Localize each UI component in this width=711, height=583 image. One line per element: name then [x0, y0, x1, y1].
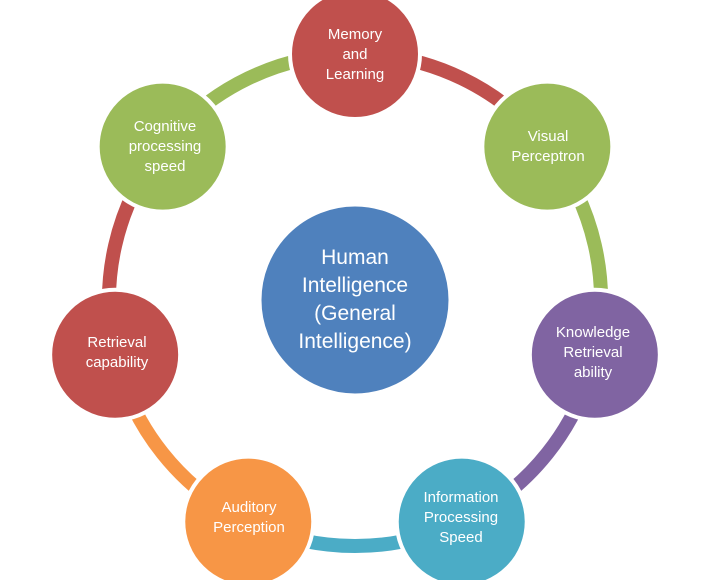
node-label-visual-perceptron: Visual Perceptron [511, 128, 585, 165]
node-circle-visual-perceptron [480, 79, 615, 214]
node-label-cognitive-processing: Cognitive processing speed [128, 118, 202, 175]
node-circle-memory-learning [288, 0, 422, 121]
center-node-circle [258, 203, 452, 397]
node-circle-information-processing [394, 454, 529, 580]
node-circle-knowledge-retrieval [527, 287, 662, 422]
node-label-retrieval-capability: Retrieval capability [85, 334, 149, 371]
node-label-auditory-perception: Auditory Perception [213, 499, 285, 536]
node-circle-auditory-perception [181, 454, 316, 580]
node-label-information-processing: Information Processing Speed [423, 489, 499, 546]
center-node-label: Human Intelligence (General Intelligence… [298, 246, 412, 353]
node-circle-cognitive-processing [95, 79, 230, 214]
node-label-knowledge-retrieval: Knowledge Retrieval ability [555, 324, 631, 381]
node-label-memory-learning: Memory and Learning [325, 26, 385, 83]
node-circle-retrieval-capability [48, 287, 183, 422]
